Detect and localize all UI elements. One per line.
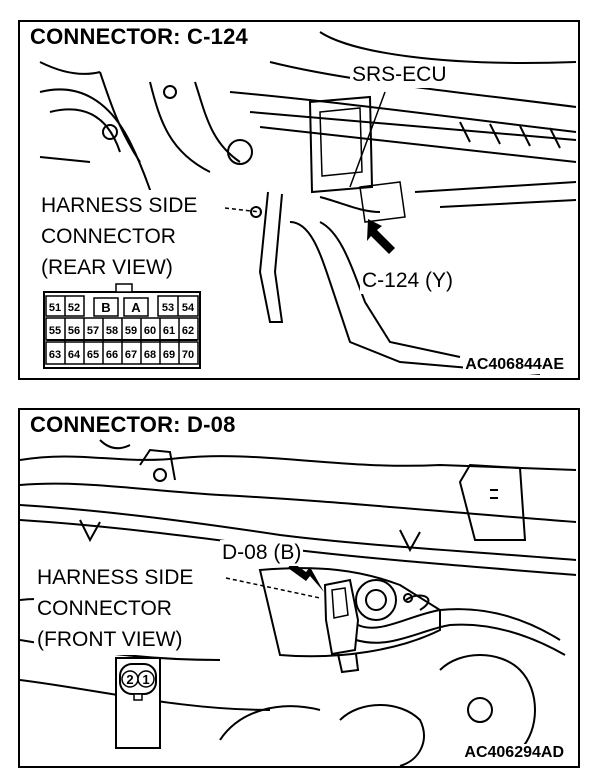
c124-pin: 70 (182, 349, 194, 361)
c124-pin: 68 (144, 349, 156, 361)
c124-key-b: B (101, 300, 110, 315)
c124-pin: 59 (125, 325, 137, 337)
c124-pin: 53 (162, 302, 174, 314)
d08-pin: 2 (126, 672, 133, 687)
c124-pin: 51 (49, 302, 61, 314)
view-label-line: (FRONT VIEW) (37, 628, 183, 651)
d08-panel-title: CONNECTOR: D-08 (28, 412, 240, 438)
c124-pin: 57 (87, 325, 99, 337)
view-label-line: CONNECTOR (41, 225, 176, 248)
d08-view-label: HARNESS SIDE CONNECTOR (FRONT VIEW) (34, 562, 197, 655)
figure-code: AC406294AD (462, 744, 566, 762)
c124-connector-face: B A 51 52 53 54 55 56 57 58 59 60 61 62 … (43, 283, 201, 369)
d08-callout: D-08 (B) (220, 540, 304, 566)
c124-key-a: A (131, 300, 141, 315)
c124-pin: 52 (68, 302, 80, 314)
figure-code: AC406844AE (463, 356, 566, 374)
c124-pin: 54 (182, 302, 195, 314)
c124-pin: 66 (106, 349, 118, 361)
d08-pointer-arrow (288, 562, 324, 592)
view-label-line: (REAR VIEW) (41, 256, 173, 279)
view-label-line: HARNESS SIDE (41, 194, 198, 217)
c124-panel-title: CONNECTOR: C-124 (28, 24, 252, 50)
c124-pin: 58 (106, 325, 118, 337)
c124-pin: 69 (163, 349, 175, 361)
c124-callout: C-124 (Y) (360, 268, 456, 294)
c124-pin: 63 (49, 349, 61, 361)
connector-d08-panel: 2 1 CONNECTOR: D-08 D-08 (B) HARNESS SID… (18, 408, 580, 768)
c124-pin: 55 (49, 325, 61, 337)
connector-c124-panel: B A 51 52 53 54 55 56 57 58 59 60 61 62 … (18, 20, 580, 380)
srs-ecu-label: SRS-ECU (350, 62, 449, 88)
d08-connector-face: 2 1 (115, 657, 161, 749)
view-label-line: HARNESS SIDE (37, 566, 194, 589)
c124-pin: 56 (68, 325, 80, 337)
c124-pin: 67 (125, 349, 137, 361)
d08-pin: 1 (142, 672, 149, 687)
c124-pointer-arrow (367, 219, 395, 254)
c124-pin: 64 (68, 349, 81, 361)
c124-pin: 60 (144, 325, 156, 337)
c124-pin: 61 (163, 325, 175, 337)
c124-pin: 65 (87, 349, 99, 361)
c124-view-label: HARNESS SIDE CONNECTOR (REAR VIEW) (38, 190, 201, 283)
c124-harness-illustration: B A 51 52 53 54 55 56 57 58 59 60 61 62 … (39, 31, 577, 375)
c124-pin: 62 (182, 325, 194, 337)
d08-harness-illustration: 2 1 (20, 439, 577, 766)
view-label-line: CONNECTOR (37, 597, 172, 620)
